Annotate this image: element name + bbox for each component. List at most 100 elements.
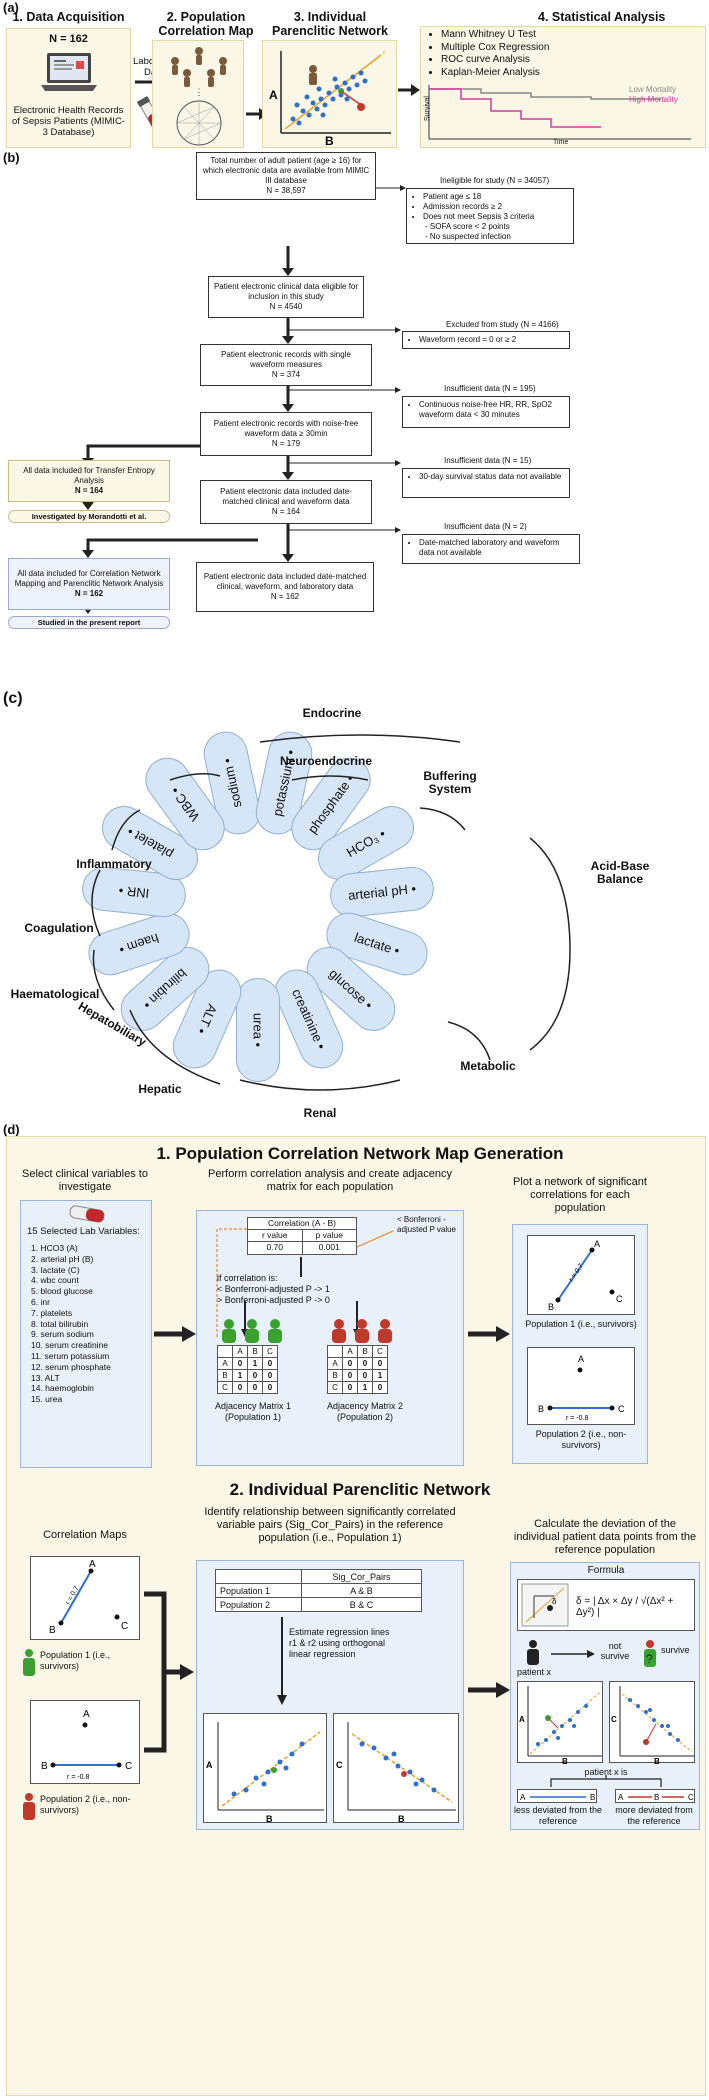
exclusion-title: Insufficient data (N = 195) bbox=[444, 384, 536, 393]
line-r-label: r bbox=[383, 48, 386, 57]
variable-item: 5. blood glucose bbox=[31, 1286, 93, 1297]
matrix-cell: 0 bbox=[262, 1381, 278, 1394]
matrix-cell: 1 bbox=[357, 1381, 373, 1394]
sig-pairs-pop: Population 1 bbox=[215, 1583, 302, 1598]
step2-box: ⋮ bbox=[152, 40, 244, 148]
matrix-header-cell: A bbox=[342, 1345, 358, 1358]
step4-title: 4. Statistical Analysis bbox=[538, 10, 666, 24]
branch-arrows bbox=[550, 1775, 662, 1787]
exclusion-box: Patient age ≤ 18 Admission records ≥ 2 D… bbox=[406, 188, 574, 244]
matrix-cell: B bbox=[327, 1369, 343, 1382]
variable-item: 1. HCO3 (A) bbox=[31, 1243, 78, 1253]
exclusion-item: Continuous noise-free HR, RR, SpO2 wavef… bbox=[419, 400, 563, 420]
arrow-s2 bbox=[468, 1682, 510, 1698]
formula-label: Formula bbox=[587, 1565, 625, 1576]
group-buffering: Buffering System bbox=[423, 769, 477, 796]
formula-text: δ = | Δx × Δy / √(Δx² + Δy²) | bbox=[576, 1596, 674, 1618]
arrow-right-small bbox=[551, 1650, 595, 1658]
step1-caption: Electronic Health Records of Sepsis Pati… bbox=[12, 105, 125, 138]
corr-table: Correlation (A - B) r value p value 0.70… bbox=[247, 1217, 357, 1255]
matrix-cell: A bbox=[217, 1357, 233, 1370]
r-pos-label: r = 0.7 bbox=[568, 1263, 585, 1284]
panel-c-letter: (c) bbox=[3, 690, 23, 707]
r-neg-label: r = -0.8 bbox=[67, 1774, 89, 1781]
svg-text:B: B bbox=[41, 1761, 48, 1772]
flow-box: Patient electronic data included date-ma… bbox=[196, 562, 374, 612]
exclusion-title: Insufficient data (N = 15) bbox=[444, 456, 532, 465]
axis-a-label: A bbox=[269, 88, 278, 102]
variable-item: 6. inr bbox=[31, 1296, 50, 1307]
matrix-cell: 0 bbox=[262, 1369, 278, 1382]
svg-text:⋮: ⋮ bbox=[195, 87, 204, 97]
matrix-cell: C bbox=[217, 1381, 233, 1394]
variable-item: 8. total bilirubin bbox=[31, 1318, 89, 1329]
stat-method: Kaplan-Meier Analysis bbox=[441, 67, 549, 80]
variable-item: 7. platelets bbox=[31, 1307, 73, 1318]
estimate-text: Estimate regression lines r1 & r2 using … bbox=[289, 1627, 390, 1659]
flow-box: Patient electronic records with single w… bbox=[200, 344, 372, 386]
sig-pairs-val: B & C bbox=[301, 1597, 422, 1612]
list-title: 15 Selected Lab Variables: bbox=[27, 1226, 140, 1237]
matrix-cell: 0 bbox=[342, 1381, 358, 1394]
flow-box: Patient electronic clinical data eligibl… bbox=[208, 276, 364, 318]
flow-box-n: N = 4540 bbox=[269, 302, 303, 311]
flow-box-text: Patient electronic data included date-ma… bbox=[203, 572, 367, 591]
flow-box-text: Total number of adult patient (age ≥ 16)… bbox=[202, 156, 370, 185]
svg-text:A: A bbox=[520, 1793, 526, 1802]
variable-item: 11. serum potassium bbox=[31, 1350, 110, 1361]
variable-item: 2. arterial pH (B) bbox=[31, 1253, 94, 1264]
svg-text:C: C bbox=[336, 1760, 343, 1770]
step1-title: 1. Data Acquisition bbox=[12, 10, 125, 24]
exclusion-item: Does not meet Sepsis 3 criteria bbox=[423, 212, 567, 222]
non-survivor-group-icon bbox=[332, 1319, 392, 1343]
variable-item: 14. haemoglobin bbox=[31, 1383, 94, 1394]
matrix-cell: 0 bbox=[342, 1369, 358, 1382]
variables-box: 15 Selected Lab Variables: 1. HCO3 (A)2.… bbox=[20, 1200, 152, 1468]
flow-box-text: Patient electronic data included date-ma… bbox=[220, 487, 352, 506]
svg-text:?: ? bbox=[646, 1652, 653, 1666]
svg-text:B: B bbox=[548, 1302, 554, 1312]
matrix-header-cell: B bbox=[357, 1345, 373, 1358]
down-arrow bbox=[277, 1617, 287, 1705]
exclusion-box: Continuous noise-free HR, RR, SpO2 wavef… bbox=[402, 396, 570, 428]
km-ylabel: Survival bbox=[423, 96, 431, 121]
flow-box-n: N = 179 bbox=[271, 439, 301, 448]
s2-pop1-label: Population 1 (i.e., survivors) bbox=[40, 1650, 111, 1671]
svg-text:B: B bbox=[398, 1814, 405, 1824]
stat-method: ROC curve Analysis bbox=[441, 54, 549, 67]
matrix-cell: 0 bbox=[247, 1369, 263, 1382]
matrix-cell: 0 bbox=[232, 1357, 248, 1370]
matrix-header-cell bbox=[327, 1345, 343, 1358]
exclusion-item: Date-matched laboratory and waveform dat… bbox=[419, 538, 573, 558]
matrix-cell: 0 bbox=[232, 1381, 248, 1394]
panel-a-letter: (a) bbox=[3, 0, 19, 15]
p-label: p value bbox=[315, 1230, 343, 1240]
r-neg-label: r = -0.8 bbox=[566, 1415, 588, 1422]
svg-text:A: A bbox=[594, 1239, 600, 1249]
r-value: 0.70 bbox=[248, 1242, 303, 1254]
flow-box-n: N = 164 bbox=[271, 507, 301, 516]
variable-item: 10. serum creatinine bbox=[31, 1340, 109, 1351]
formula-box: δ δ = | Δx × Δy / √(Δx² + Δy²) | bbox=[517, 1579, 695, 1631]
legend-low: Low Mortality bbox=[629, 85, 677, 94]
exclusion-title: Excluded from study (N = 4166) bbox=[446, 320, 559, 329]
variable-item: 12. serum phosphate bbox=[31, 1361, 111, 1372]
maps-title: Correlation Maps bbox=[43, 1529, 127, 1541]
flow-box-n: N = 162 bbox=[270, 592, 300, 601]
svg-text:B: B bbox=[49, 1625, 56, 1636]
arrow-s1-a bbox=[154, 1326, 196, 1342]
variable-item: 9. serum sodium bbox=[31, 1329, 94, 1340]
patient-x-label: patient x bbox=[517, 1667, 552, 1677]
step3-box: A B r bbox=[262, 40, 397, 148]
matrix-header-cell: C bbox=[372, 1345, 388, 1358]
select-title: Select clinical variables to investigate bbox=[22, 1168, 148, 1193]
pop1-label: Population 1 (i.e., survivors) bbox=[525, 1319, 637, 1329]
delta-diagram: δ bbox=[521, 1583, 569, 1627]
identify-title: Identify relationship between significan… bbox=[204, 1506, 456, 1544]
